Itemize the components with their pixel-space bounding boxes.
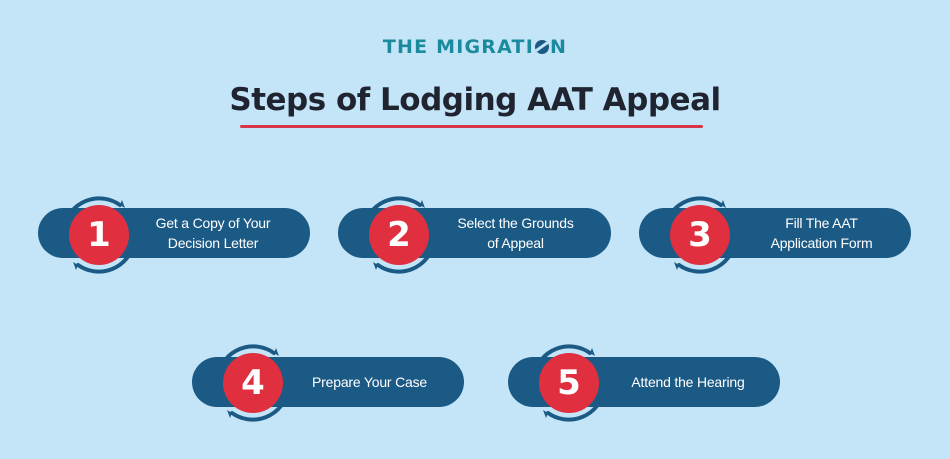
title-underline xyxy=(240,125,703,128)
step-number-badge: 4 xyxy=(208,338,298,428)
circular-arrows-icon xyxy=(216,344,290,422)
step-label: Prepare Your Case xyxy=(312,374,427,390)
step-number-badge: 5 xyxy=(524,338,614,428)
step-number: 1 xyxy=(87,215,111,255)
circular-arrows-icon xyxy=(62,196,136,274)
step-5: Attend the Hearing 5 xyxy=(508,344,780,422)
step-number: 3 xyxy=(688,215,712,255)
step-number: 5 xyxy=(557,363,581,403)
step-number: 4 xyxy=(241,363,265,403)
circular-arrows-icon xyxy=(362,196,436,274)
globe-o-icon xyxy=(535,40,549,54)
step-4: Prepare Your Case 4 xyxy=(192,344,464,422)
brand-name-part1: THE MIGRATI xyxy=(382,36,534,58)
brand-name-part2: N xyxy=(550,36,568,58)
step-number: 2 xyxy=(387,215,411,255)
circular-arrows-icon xyxy=(663,196,737,274)
step-number-badge: 3 xyxy=(655,190,745,280)
brand-logo: THE MIGRATI N xyxy=(0,36,950,58)
step-number-badge: 2 xyxy=(354,190,444,280)
step-label: Attend the Hearing xyxy=(631,374,745,390)
circular-arrows-icon xyxy=(532,344,606,422)
page-title: Steps of Lodging AAT Appeal xyxy=(229,82,721,118)
step-number-badge: 1 xyxy=(54,190,144,280)
